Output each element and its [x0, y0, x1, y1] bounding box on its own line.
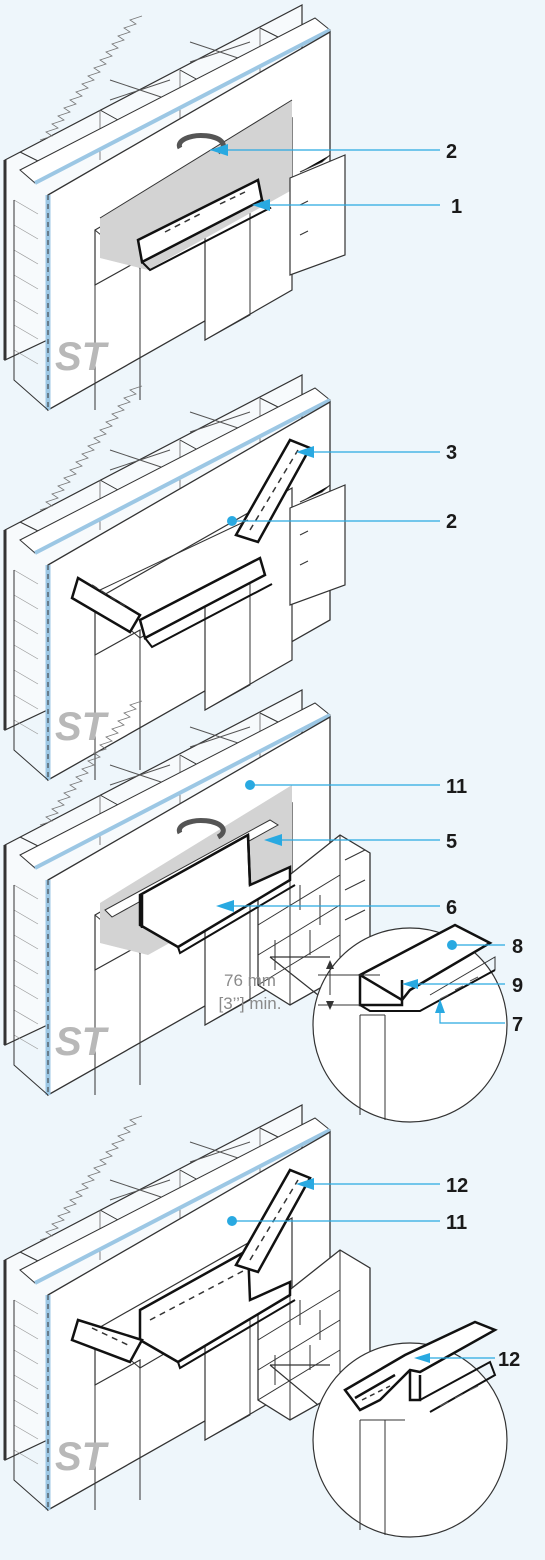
dimension-label: 76 mm [3’’] min.: [180, 970, 320, 1016]
callout-label: 7: [512, 1014, 524, 1036]
panel-2: [5, 375, 440, 780]
callout-label: 8: [512, 936, 524, 958]
callout-label: 2: [446, 511, 458, 533]
callout-label: 12: [498, 1349, 521, 1371]
header-membrane: [100, 100, 292, 270]
panel-1: [5, 5, 440, 410]
callout-label: 11: [446, 1212, 468, 1234]
jamb-strip-left: [70, 576, 142, 634]
callout-label: 1: [451, 196, 463, 218]
callout-label: 2: [446, 141, 458, 163]
dimension-imperial: [3’’] min.: [218, 993, 282, 1013]
dimension-metric: 76 mm: [224, 971, 276, 990]
siding-panel: [289, 154, 346, 276]
detail-bubble: [269, 923, 508, 1123]
siding-panel: [289, 484, 346, 606]
detail-bubble: [269, 1320, 508, 1538]
callout-label: 9: [512, 975, 524, 997]
callout-label: 12: [446, 1175, 469, 1197]
fold-arrow-icon: [176, 818, 226, 840]
jamb-strip-left: [70, 1318, 144, 1364]
callout-label: 5: [446, 831, 458, 853]
callout-label: 11: [446, 776, 468, 798]
panel-4: [5, 1105, 508, 1538]
callout-label: 6: [446, 897, 458, 919]
panel-3: [5, 690, 508, 1123]
callout-label: 3: [446, 442, 458, 464]
